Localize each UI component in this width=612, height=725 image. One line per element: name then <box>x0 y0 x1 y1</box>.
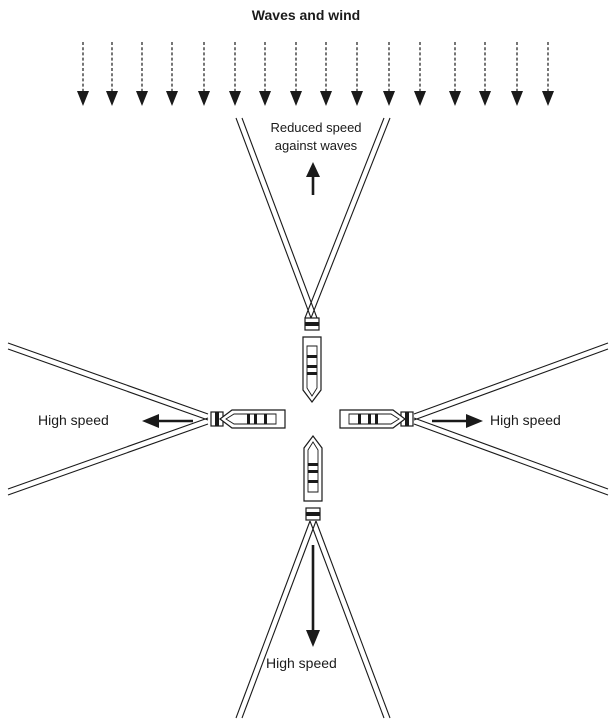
direction-arrow-left <box>142 414 193 428</box>
boat-unit-right <box>339 342 609 496</box>
coupler-icon <box>305 507 321 521</box>
wind-arrow-icon <box>136 42 148 106</box>
wind-arrow-icon <box>320 42 332 106</box>
label-reduced-speed-line2: against waves <box>274 138 358 153</box>
direction-arrow-right <box>432 414 483 428</box>
coupler-icon <box>304 317 320 331</box>
direction-arrow-down <box>306 545 320 647</box>
label-high-speed-right: High speed <box>490 412 561 428</box>
wind-arrow-icon <box>351 42 363 106</box>
wind-arrows <box>77 42 554 106</box>
wind-arrow-icon <box>542 42 554 106</box>
label-reduced-speed-line1: Reduced speed <box>270 120 362 135</box>
wind-arrow-icon <box>383 42 395 106</box>
wind-arrow-icon <box>106 42 118 106</box>
wind-arrow-icon <box>290 42 302 106</box>
boat-unit-top <box>235 117 391 403</box>
label-reduced-speed: Reduced speed against waves <box>236 119 396 155</box>
label-high-speed-left: High speed <box>38 412 109 428</box>
boat-icon <box>303 435 323 502</box>
wind-arrow-icon <box>198 42 210 106</box>
boat-icon <box>339 409 406 429</box>
direction-arrow-up <box>306 162 320 195</box>
wind-arrow-icon <box>479 42 491 106</box>
wind-arrow-icon <box>259 42 271 106</box>
boat-unit-left <box>7 342 286 496</box>
wind-arrow-icon <box>229 42 241 106</box>
boat-unit-bottom <box>235 435 391 719</box>
wind-arrow-icon <box>414 42 426 106</box>
wind-arrow-icon <box>166 42 178 106</box>
diagram-title: Waves and wind <box>251 7 361 23</box>
wind-arrow-icon <box>77 42 89 106</box>
label-high-speed-bottom: High speed <box>266 655 337 671</box>
wind-arrow-icon <box>449 42 461 106</box>
wind-arrow-icon <box>511 42 523 106</box>
boat-icon <box>302 336 322 403</box>
boat-icon <box>219 409 286 429</box>
